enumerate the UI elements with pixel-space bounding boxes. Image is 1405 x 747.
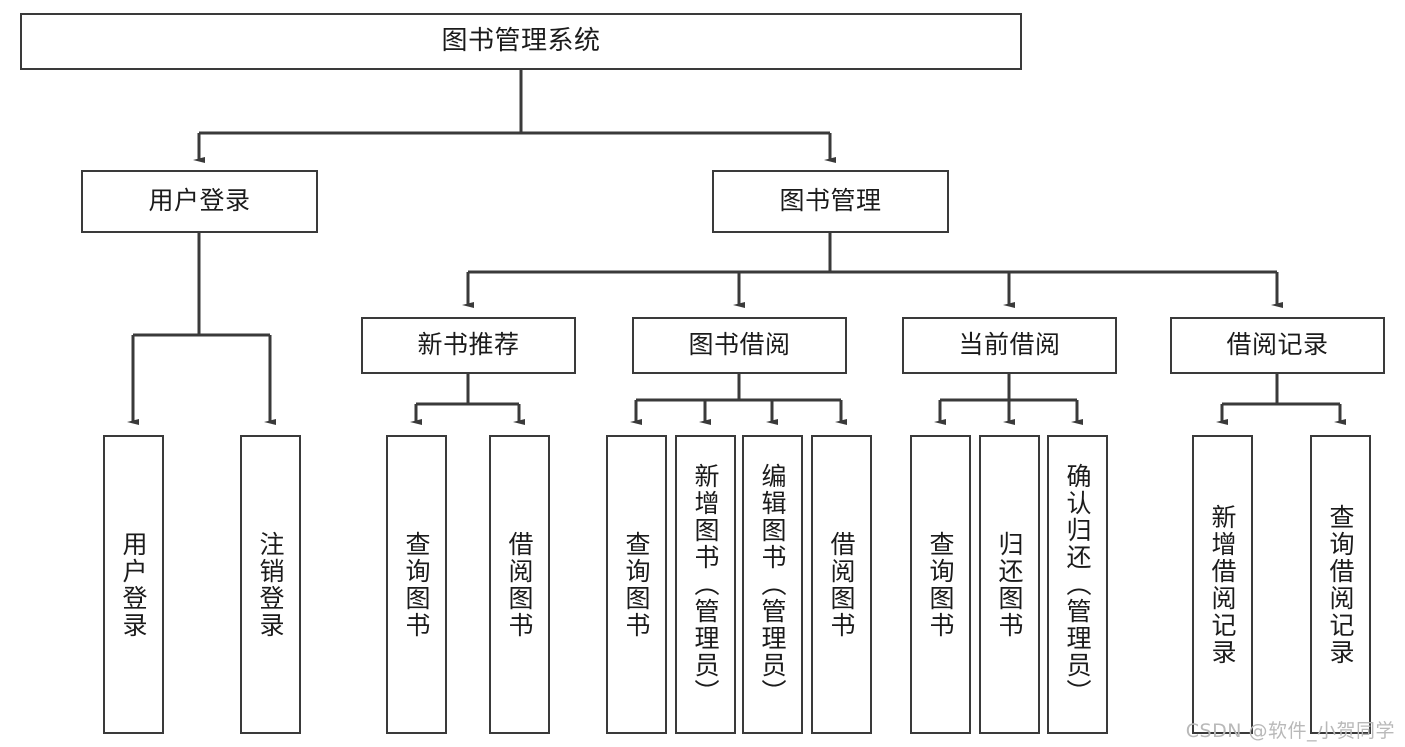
node-label: 用户登录 [148,186,251,216]
node-label: 新增图书（管理员） [691,463,720,706]
node-label: 查询图书 [622,530,651,639]
node-leaf-query-book-borrow[interactable]: 查询图书 [606,435,667,734]
node-root-book-management-system[interactable]: 图书管理系统 [20,13,1022,70]
node-leaf-borrow-book[interactable]: 借阅图书 [811,435,872,734]
node-label: 确认归还（管理员） [1063,463,1092,706]
node-leaf-user-login[interactable]: 用户登录 [103,435,164,734]
node-label: 图书管理系统 [441,25,601,56]
node-leaf-edit-book-admin[interactable]: 编辑图书（管理员） [742,435,803,734]
node-label: 新书推荐 [417,330,520,360]
node-leaf-add-book-admin[interactable]: 新增图书（管理员） [675,435,736,734]
node-label: 注销登录 [256,530,285,639]
node-label: 图书借阅 [688,330,791,360]
node-book-borrow[interactable]: 图书借阅 [632,317,847,374]
node-user-login[interactable]: 用户登录 [81,170,318,233]
node-label: 查询图书 [402,530,431,639]
node-label: 借阅图书 [505,530,534,639]
node-label: 借阅记录 [1226,330,1329,360]
node-leaf-add-borrow-record[interactable]: 新增借阅记录 [1192,435,1253,734]
node-leaf-query-borrow-record[interactable]: 查询借阅记录 [1310,435,1371,734]
node-label: 图书管理 [779,186,882,216]
node-label: 新增借阅记录 [1208,503,1237,666]
node-label: 借阅图书 [827,530,856,639]
node-label: 归还图书 [995,530,1024,639]
csdn-watermark: CSDN @软件_小贺同学 [1185,720,1395,742]
node-current-borrow[interactable]: 当前借阅 [902,317,1117,374]
node-label: 当前借阅 [958,330,1061,360]
node-borrow-record[interactable]: 借阅记录 [1170,317,1385,374]
node-leaf-query-book-recommend[interactable]: 查询图书 [386,435,447,734]
node-book-management[interactable]: 图书管理 [712,170,949,233]
node-label: 查询借阅记录 [1326,503,1355,666]
node-leaf-return-book[interactable]: 归还图书 [979,435,1040,734]
node-leaf-confirm-return-admin[interactable]: 确认归还（管理员） [1047,435,1108,734]
node-leaf-logout-login[interactable]: 注销登录 [240,435,301,734]
node-leaf-query-book-current[interactable]: 查询图书 [910,435,971,734]
node-label: 编辑图书（管理员） [758,463,787,706]
node-leaf-borrow-book-recommend[interactable]: 借阅图书 [489,435,550,734]
node-new-book-recommend[interactable]: 新书推荐 [361,317,576,374]
node-label: 用户登录 [119,530,148,639]
node-label: 查询图书 [926,530,955,639]
